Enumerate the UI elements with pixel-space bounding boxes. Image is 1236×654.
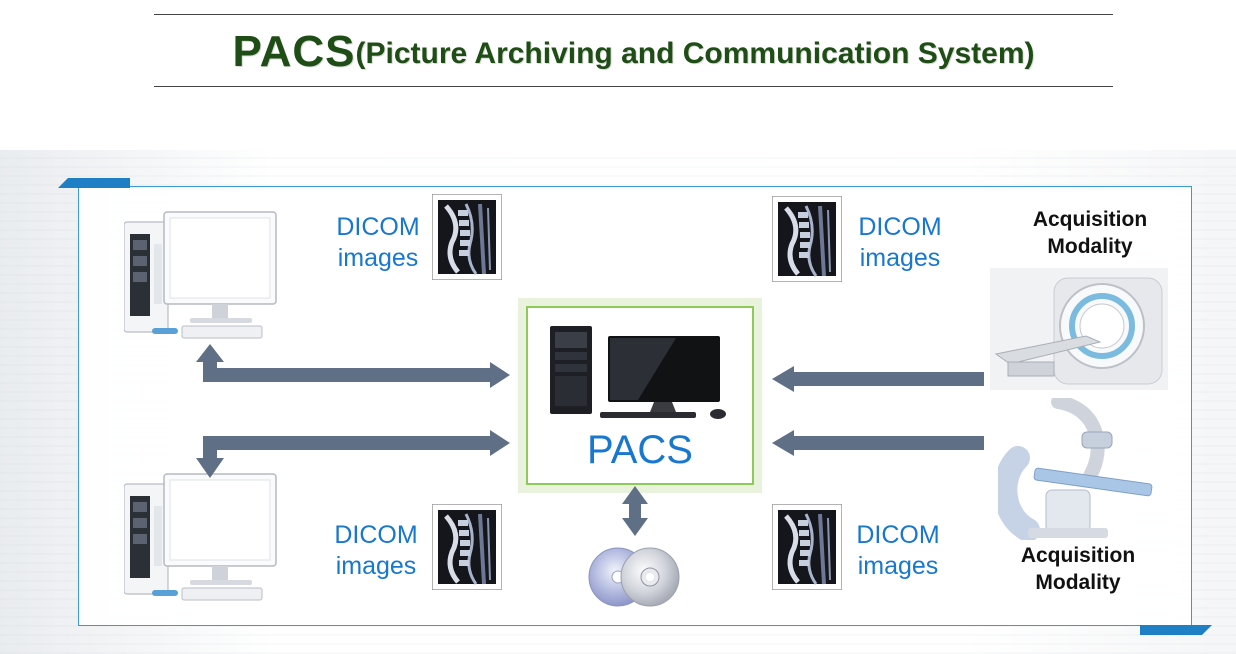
modality-label-angio: Acquisition Modality xyxy=(998,542,1158,596)
title-sub: (Picture Archiving and Communication Sys… xyxy=(355,37,1035,70)
dicom-label-line1: DICOM xyxy=(336,213,420,241)
dicom-label-line1: DICOM xyxy=(856,521,940,549)
optical-disc-icon xyxy=(588,547,680,607)
dicom-label-top-left: DICOM images xyxy=(318,212,438,274)
dicom-label-line2: images xyxy=(857,552,939,580)
title-rule-bottom xyxy=(154,86,1113,87)
title-main: PACS xyxy=(232,27,356,76)
frame-corner-accent-bottom-right xyxy=(1202,625,1212,635)
arrow-pacs-storage xyxy=(622,486,648,536)
page-title: PACS(Picture Archiving and Communication… xyxy=(154,22,1113,76)
frame-corner-bar-bottom-right xyxy=(1140,625,1202,635)
ct-scanner-icon xyxy=(990,268,1168,390)
dicom-label-line2: images xyxy=(335,552,417,580)
arrow-pacs-to-top-workstation xyxy=(196,344,510,388)
modality-label-line1: Acquisition xyxy=(1020,544,1136,567)
modality-label-line2: Modality xyxy=(1035,571,1121,594)
modality-label-line1: Acquisition xyxy=(1032,208,1148,231)
dicom-label-line2: images xyxy=(337,244,419,272)
c-arm-scanner-icon xyxy=(998,398,1153,540)
arrow-ct-to-pacs xyxy=(772,366,984,392)
pacs-label: PACS xyxy=(587,428,693,472)
dicom-label-line1: DICOM xyxy=(334,521,418,549)
dicom-label-bottom-left: DICOM images xyxy=(316,520,436,582)
dicom-label-top-right: DICOM images xyxy=(840,212,960,274)
modality-label-ct: Acquisition Modality xyxy=(1010,206,1170,260)
arrow-angio-to-pacs xyxy=(772,430,984,456)
dicom-label-line1: DICOM xyxy=(858,213,942,241)
arrow-pacs-to-bottom-workstation xyxy=(196,430,510,478)
title-rule-top xyxy=(154,14,1113,15)
dicom-label-line2: images xyxy=(859,244,941,272)
modality-label-line2: Modality xyxy=(1047,235,1133,258)
pacs-server-icon xyxy=(550,326,726,419)
pacs-server-box: PACS xyxy=(518,298,762,493)
pacs-server-panel: PACS xyxy=(526,306,754,485)
frame-corner-accent-top-left xyxy=(58,178,68,188)
frame-corner-bar-top-left xyxy=(68,178,130,188)
dicom-label-bottom-right: DICOM images xyxy=(838,520,958,582)
